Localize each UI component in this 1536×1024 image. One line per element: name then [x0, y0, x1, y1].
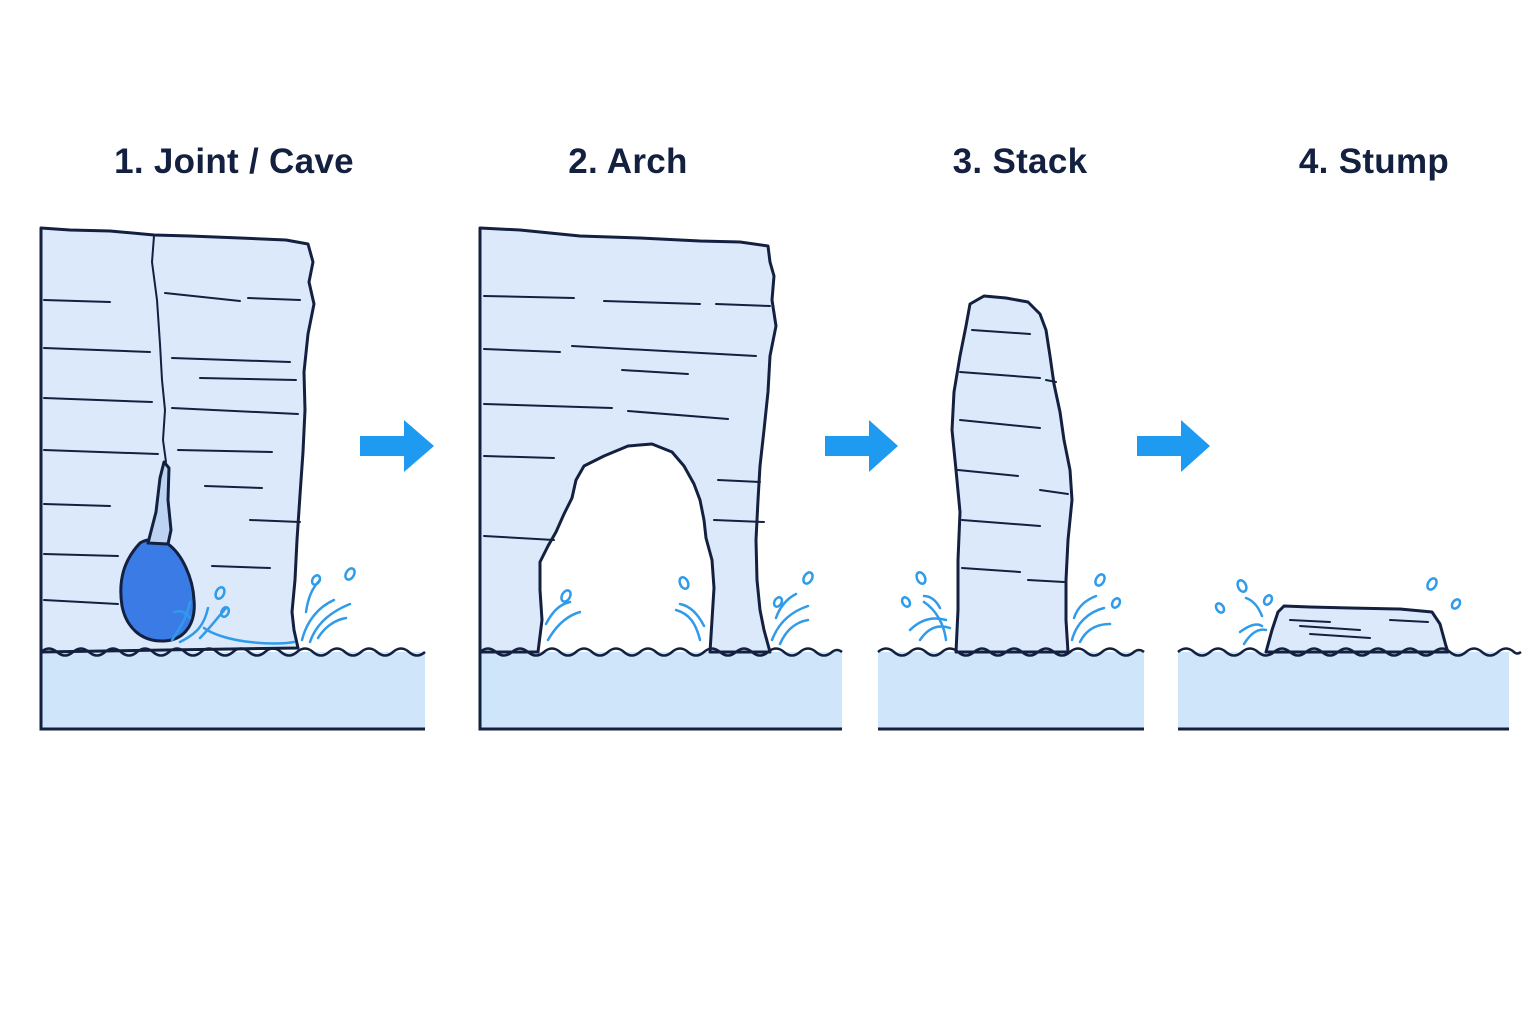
- right-arrow-icon: [360, 420, 434, 472]
- stage-4-waterline: [1177, 647, 1522, 657]
- stage-3-strata: [957, 329, 1069, 583]
- stage-2-title: 2. Arch: [568, 142, 688, 181]
- right-arrow-icon: [1137, 420, 1210, 472]
- stage-4-title: 4. Stump: [1298, 142, 1450, 181]
- stage-2-strata: [483, 295, 771, 541]
- stage-1-sea: [41, 652, 425, 729]
- stage-3-waterline: [877, 647, 1145, 657]
- stage-1-title: 1. Joint / Cave: [114, 142, 354, 181]
- stage-3-splash: [900, 571, 1122, 644]
- stage-1-frame: [39, 228, 425, 731]
- stage-4-panel: [1177, 577, 1522, 731]
- stage-1-splash: [170, 567, 356, 645]
- right-arrow-icon: [825, 420, 898, 472]
- stage-1-strata: [43, 292, 301, 605]
- stage-3-panel: [877, 294, 1145, 731]
- stage-2-waterline: [479, 647, 843, 657]
- stage-1-joint-crack: [150, 235, 167, 463]
- stage-3-title: 3. Stack: [952, 142, 1088, 181]
- stage-2-cliff: [478, 226, 778, 654]
- stage-2-sea: [480, 652, 842, 729]
- stage-1-panel: [39, 226, 426, 731]
- stage-1-waterline: [40, 647, 426, 657]
- stage-1-cliff: [39, 226, 316, 654]
- stage-3-sea: [878, 652, 1144, 729]
- stage-3-stack: [950, 294, 1074, 654]
- stage-1-joint-notch: [146, 460, 173, 546]
- stage-4-strata: [1289, 619, 1429, 639]
- stage-2-splash: [544, 571, 814, 646]
- stage-4-sea: [1178, 652, 1509, 729]
- stage-4-splash: [1214, 577, 1462, 646]
- stage-2-frame: [478, 228, 842, 731]
- stage-2-panel: [478, 226, 843, 731]
